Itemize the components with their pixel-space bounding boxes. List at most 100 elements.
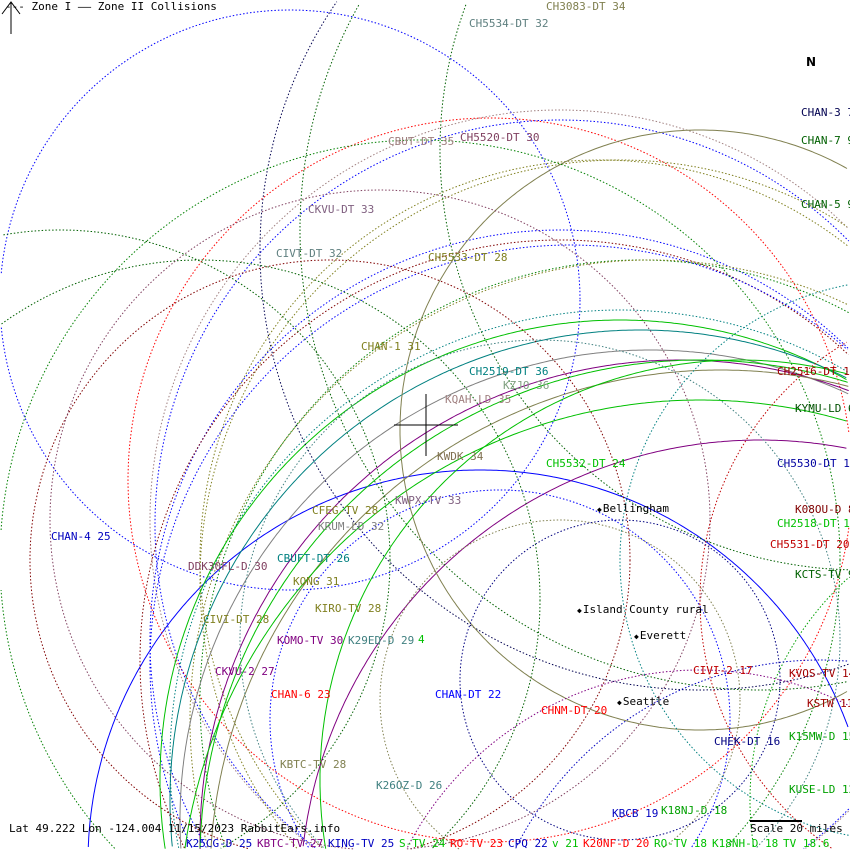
station-label[interactable]: CHNM-DT 20 xyxy=(541,704,608,717)
legend-zone1: --- Zone I xyxy=(5,0,72,13)
contour-arc xyxy=(269,489,731,848)
station-label[interactable]: KWPX-TV 33 xyxy=(395,494,462,507)
legend-zone2: —— Zone II Collisions xyxy=(77,0,217,13)
station-label[interactable]: CKVU-DT 33 xyxy=(308,203,375,216)
contour-arc xyxy=(0,589,116,849)
station-label[interactable]: KBTC-TV 28 xyxy=(280,758,347,771)
station-label[interactable]: 4 xyxy=(418,633,425,646)
contour-arc xyxy=(0,139,841,560)
contour-arc xyxy=(220,560,391,849)
station-label[interactable]: CKVU-2 27 xyxy=(215,665,275,678)
station-label[interactable]: CHAN-1 31 xyxy=(361,340,421,353)
contour-arc xyxy=(169,309,849,848)
status-readout: Lat 49.222 Lon -124.004 11/15/2023 Rabbi… xyxy=(9,822,341,835)
station-label[interactable]: CHAN-6 23 xyxy=(271,688,331,701)
contour-arc xyxy=(49,189,711,850)
map-legend: --- Zone I —— Zone II Collisions xyxy=(5,1,217,13)
station-label[interactable]: KBCB 19 xyxy=(612,807,659,820)
station-label[interactable]: TV 18.6 xyxy=(783,837,830,850)
station-label[interactable]: CH2519-DT 36 xyxy=(469,365,549,378)
station-label[interactable]: CPQ 22 xyxy=(508,837,548,850)
station-label[interactable]: S-TV 24 xyxy=(399,837,446,850)
contour-arc xyxy=(179,349,849,849)
city-bellingham: Bellingham xyxy=(597,503,669,516)
station-label[interactable]: CH5530-DT 16 xyxy=(777,457,850,470)
station-label[interactable]: v 21 xyxy=(552,837,579,850)
station-label[interactable]: KIRO-TV 28 xyxy=(315,602,382,615)
contour-arc xyxy=(29,259,631,849)
city-seattle: Seattle xyxy=(617,696,669,709)
station-label[interactable]: KRUM-LD 32 xyxy=(318,520,385,533)
station-label[interactable]: CFEG-TV 28 xyxy=(312,504,379,517)
contour-arc xyxy=(515,659,848,849)
station-label[interactable]: KUSE-LD 12 xyxy=(789,783,850,796)
station-label[interactable]: KSTW 11 xyxy=(807,697,850,710)
station-label[interactable]: KWDK 34 xyxy=(437,450,484,463)
contour-arc xyxy=(406,520,711,850)
station-label[interactable]: CBUFT-DT 26 xyxy=(277,552,350,565)
contour-arc xyxy=(399,129,848,731)
station-label[interactable]: RO-TV 23 xyxy=(450,837,503,850)
station-label[interactable]: CH5533-DT 28 xyxy=(428,251,508,264)
station-label[interactable]: K26OZ-D 26 xyxy=(376,779,443,792)
station-label[interactable]: CH5531-DT 20 xyxy=(770,538,850,551)
contour-arc xyxy=(169,329,847,847)
station-label[interactable]: CH5520-DT 30 xyxy=(460,131,540,144)
station-label[interactable]: KVOS-TV 14 xyxy=(789,667,850,680)
station-label[interactable]: CH5534-DT 32 xyxy=(469,17,549,30)
station-label[interactable]: K15MW-D 15 xyxy=(789,730,850,743)
station-label[interactable]: CH2516-DT 14 xyxy=(777,365,850,378)
contour-arc xyxy=(259,1,849,691)
station-label[interactable]: CBUT-DT 35 xyxy=(388,135,455,148)
station-label[interactable]: CHAN-7 9 xyxy=(801,134,850,147)
contour-arc xyxy=(407,669,848,848)
station-label[interactable]: DDK30FL-D 30 xyxy=(188,560,268,573)
contour-arc xyxy=(3,229,391,560)
north-label: N xyxy=(806,55,817,69)
station-label[interactable]: RO-TV 18 xyxy=(654,837,707,850)
contour-arc xyxy=(459,519,781,841)
station-label[interactable]: KQAH-LD 35 xyxy=(445,393,512,406)
crosshair-icon xyxy=(394,394,458,456)
station-label[interactable]: CIVI-2 17 xyxy=(693,664,753,677)
station-label[interactable]: CH5532-DT 24 xyxy=(546,457,626,470)
station-label[interactable]: K20NF-D 20 xyxy=(583,837,650,850)
station-label[interactable]: K25CG-D 25 xyxy=(186,837,253,850)
scale-bar xyxy=(750,820,802,822)
station-label[interactable]: CHAN-4 25 xyxy=(51,530,111,543)
station-label[interactable]: KYMU-LD 6 xyxy=(795,402,850,415)
station-label[interactable]: KZJO 36 xyxy=(503,379,550,392)
station-label[interactable]: KBTC-TV 27 xyxy=(257,837,324,850)
station-label[interactable]: CHAN-3 7 xyxy=(801,106,850,119)
contour-arc xyxy=(691,720,731,848)
contour-arc xyxy=(189,259,848,848)
station-label[interactable]: CIVT-DT 32 xyxy=(276,247,343,260)
contour-arc xyxy=(149,229,849,848)
contour-arc xyxy=(154,119,850,848)
station-label[interactable]: K29ED-D 29 xyxy=(348,634,415,647)
station-label[interactable]: CIVI-DT 28 xyxy=(203,613,270,626)
station-label[interactable]: KOMO-TV 30 xyxy=(277,634,344,647)
station-label[interactable]: CH2518-DT 18 xyxy=(777,517,850,530)
contour-arc xyxy=(184,399,847,849)
station-label[interactable]: KCTS-TV 9 xyxy=(795,568,850,581)
contour-arc xyxy=(239,339,841,848)
city-island-county: Island County rural xyxy=(577,604,709,617)
contour-arc xyxy=(439,3,849,571)
station-label[interactable]: CHAN-5 9 xyxy=(801,198,850,211)
station-label[interactable]: CH3083-DT 34 xyxy=(546,0,626,13)
contour-arc xyxy=(87,469,849,848)
contour-arc xyxy=(127,117,850,843)
contour-arc xyxy=(199,259,849,848)
station-label[interactable]: CHAN-DT 22 xyxy=(435,688,502,701)
contour-arc xyxy=(139,239,849,849)
station-label[interactable]: KONG 31 xyxy=(293,575,340,588)
station-label[interactable]: K08OU-D 8 xyxy=(795,503,850,516)
station-label[interactable]: KING-TV 25 xyxy=(328,837,395,850)
station-label[interactable]: CHEK-DT 16 xyxy=(714,735,781,748)
station-label[interactable]: K18NH-D 18 xyxy=(712,837,779,850)
contour-arc xyxy=(0,300,581,591)
station-label[interactable]: K18NJ-D 18 xyxy=(661,804,728,817)
